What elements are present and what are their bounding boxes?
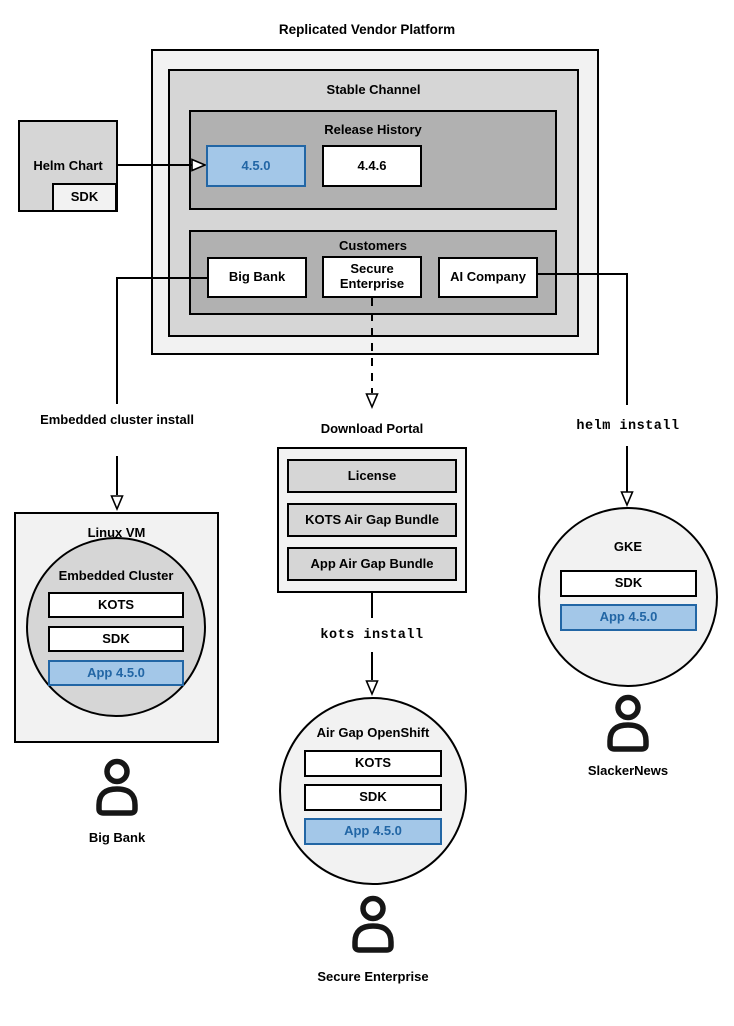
user-icon	[96, 758, 138, 816]
kots-install-label: kots install	[320, 628, 424, 643]
customers-label: Customers	[339, 238, 407, 253]
ec-sdk-label: SDK	[102, 630, 130, 646]
app-bundle-label: App Air Gap Bundle	[310, 555, 434, 571]
diagram-title: Replicated Vendor Platform	[278, 22, 456, 37]
customer-secure-box: Secure Enterprise	[322, 256, 422, 298]
os-sdk-box: SDK	[304, 784, 442, 811]
user-icon	[607, 694, 649, 752]
gke-app-box: App 4.5.0	[560, 604, 697, 631]
release-446-box: 4.4.6	[322, 145, 422, 187]
os-kots-box: KOTS	[304, 750, 442, 777]
ec-sdk-box: SDK	[48, 626, 184, 652]
arrowhead-down-openshift-icon	[365, 680, 379, 697]
portal-item-kots-bundle: KOTS Air Gap Bundle	[287, 503, 457, 537]
user-bigbank-label: Big Bank	[88, 830, 146, 845]
release-history-label: Release History	[324, 122, 422, 137]
gke-sdk-label: SDK	[614, 575, 643, 591]
arrowhead-down-portal-icon	[365, 393, 379, 410]
customer-secure-label: Secure Enterprise	[339, 261, 405, 291]
linux-vm-label: Linux VM	[87, 525, 146, 540]
release-446-label: 4.4.6	[357, 157, 387, 173]
helm-chart-label: Helm Chart	[33, 158, 103, 173]
portal-item-license: License	[287, 459, 457, 493]
user-icon	[352, 895, 394, 953]
user-secure-label: Secure Enterprise	[317, 969, 429, 984]
user-slackernews-label: SlackerNews	[587, 763, 669, 778]
customer-aicompany-box: AI Company	[438, 257, 538, 298]
customer-aicompany-label: AI Company	[450, 269, 526, 285]
os-app-label: App 4.5.0	[344, 823, 402, 839]
helm-chart-sdk-label: SDK	[70, 189, 99, 205]
arrowhead-down-linuxvm-icon	[110, 495, 124, 512]
release-450-label: 4.5.0	[241, 157, 271, 173]
embedded-cluster-install-label: Embedded cluster install	[40, 412, 194, 427]
ec-kots-box: KOTS	[48, 592, 184, 618]
ec-kots-label: KOTS	[97, 596, 135, 612]
gke-circle: GKE	[538, 507, 718, 687]
ec-app-label: App 4.5.0	[87, 664, 145, 680]
customer-bigbank-box: Big Bank	[207, 257, 307, 298]
customer-bigbank-label: Big Bank	[228, 269, 286, 285]
ec-app-box: App 4.5.0	[48, 660, 184, 686]
download-portal-label: Download Portal	[320, 421, 424, 436]
embedded-cluster-label: Embedded Cluster	[58, 568, 174, 583]
os-kots-label: KOTS	[354, 755, 392, 771]
air-gap-openshift-label: Air Gap OpenShift	[316, 725, 430, 740]
gke-app-label: App 4.5.0	[599, 609, 658, 625]
gke-label: GKE	[613, 539, 643, 554]
os-sdk-label: SDK	[359, 789, 387, 805]
stable-channel-label: Stable Channel	[326, 82, 421, 97]
gke-sdk-box: SDK	[560, 570, 697, 597]
license-label: License	[347, 467, 397, 483]
helm-chart-sdk-box: SDK	[52, 183, 117, 212]
os-app-box: App 4.5.0	[304, 818, 442, 845]
kots-bundle-label: KOTS Air Gap Bundle	[305, 511, 439, 527]
arrowhead-down-gke-icon	[620, 491, 634, 508]
portal-item-app-bundle: App Air Gap Bundle	[287, 547, 457, 581]
release-450-box: 4.5.0	[206, 145, 306, 187]
helm-install-label: helm install	[576, 419, 680, 434]
